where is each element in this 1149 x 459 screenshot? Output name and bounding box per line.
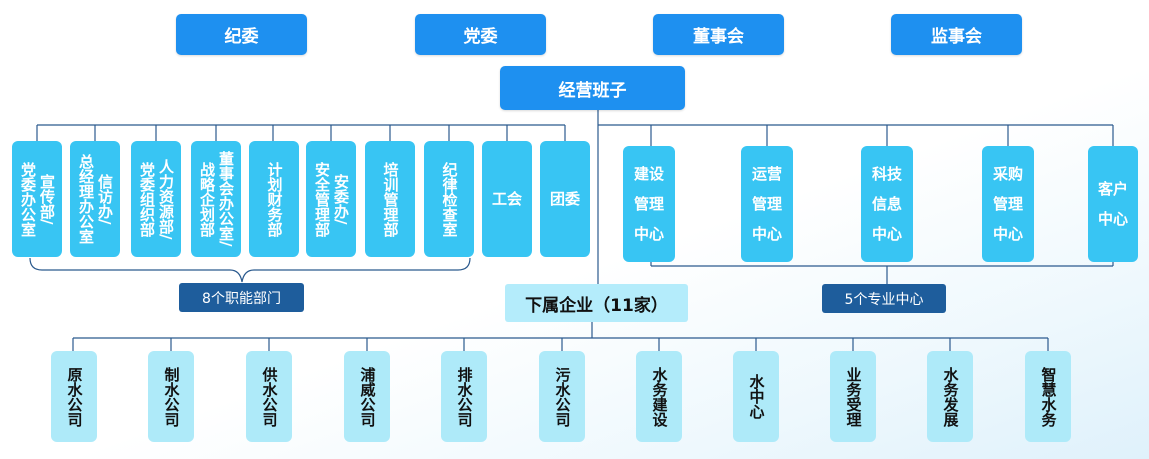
subsidiary-label: 智慧水务 xyxy=(1039,366,1058,427)
subsidiary-label: 制水公司 xyxy=(162,366,181,427)
subsidiary-label: 水务发展 xyxy=(941,366,960,427)
top-box-discipline-committee: 纪委 xyxy=(176,14,307,55)
center-technology-information: 科技 信息 中心 xyxy=(861,146,913,262)
department-brace xyxy=(29,257,471,283)
center-label-line: 中心 xyxy=(633,225,664,243)
dept-youth-league: 团委 xyxy=(540,141,590,257)
center-label-line: 信息 xyxy=(871,195,902,213)
dept-label-line: 安委办/ xyxy=(332,173,350,225)
dept-labor-union: 工会 xyxy=(482,141,532,257)
top-box-board-of-directors: 董事会 xyxy=(653,14,784,55)
center-label-line: 管理 xyxy=(992,195,1023,213)
center-operations-management: 运营 管理 中心 xyxy=(741,146,793,262)
dept-hr-party-organization: 人力资源部/ 党委组织部 xyxy=(131,141,181,257)
center-construction-management: 建设 管理 中心 xyxy=(623,146,675,262)
subsidiary-raw-water: 原水公司 xyxy=(51,351,97,442)
dept-label-line: 团委 xyxy=(549,189,580,208)
subsidiary-label: 污水公司 xyxy=(553,366,572,427)
center-label-line: 中心 xyxy=(992,225,1023,243)
dept-label-line: 安全管理部 xyxy=(313,161,331,237)
subsidiary-business-acceptance: 业务受理 xyxy=(830,351,876,442)
dept-discipline-inspection: 纪律检查室 xyxy=(424,141,474,257)
center-customer: 客户 中心 xyxy=(1088,146,1138,262)
center-label-line: 采购 xyxy=(992,165,1023,183)
top-box-supervisory-board: 监事会 xyxy=(891,14,1022,55)
subsidiary-label: 水中心 xyxy=(747,374,766,419)
center-label-line: 科技 xyxy=(871,165,902,183)
dept-label-line: 工会 xyxy=(491,189,522,208)
dept-label-line: 宣传部/ xyxy=(38,173,56,225)
dept-label-line: 党委组织部 xyxy=(138,161,156,237)
dept-label-line: 董事会办公室/ xyxy=(217,151,235,247)
subsidiary-drainage: 排水公司 xyxy=(441,351,487,442)
subsidiary-water-construction: 水务建设 xyxy=(636,351,682,442)
dept-propaganda-party-office: 宣传部/ 党委办公室 xyxy=(12,141,62,257)
subsidiary-smart-water: 智慧水务 xyxy=(1025,351,1071,442)
subsidiary-label: 浦威公司 xyxy=(358,366,377,427)
subsidiary-sewage: 污水公司 xyxy=(539,351,585,442)
dept-label-line: 战略企划部 xyxy=(198,161,216,237)
subsidiary-water-supply: 供水公司 xyxy=(246,351,292,442)
center-label-line: 建设 xyxy=(633,165,664,183)
centers-label: 5个专业中心 xyxy=(822,284,946,313)
subsidiary-water-development: 水务发展 xyxy=(927,351,973,442)
subsidiary-puwei: 浦威公司 xyxy=(344,351,390,442)
subsidiary-water-center: 水中心 xyxy=(733,351,779,442)
top-box-party-committee: 党委 xyxy=(415,14,546,55)
dept-label-line: 总经理办公室 xyxy=(77,154,95,244)
dept-label-line: 人力资源部/ xyxy=(157,158,175,240)
center-label-line: 管理 xyxy=(751,195,782,213)
dept-label-line: 纪律检查室 xyxy=(440,161,459,237)
subsidiary-label: 原水公司 xyxy=(65,366,84,427)
subsidiary-label: 供水公司 xyxy=(260,366,279,427)
dept-safety-management: 安委办/ 安全管理部 xyxy=(306,141,356,257)
dept-training-management: 培训管理部 xyxy=(365,141,415,257)
center-label-line: 中心 xyxy=(871,225,902,243)
dept-label-line: 信访办/ xyxy=(96,173,114,225)
center-label-line: 中心 xyxy=(751,225,782,243)
subsidiary-water-production: 制水公司 xyxy=(148,351,194,442)
dept-petition-gm-office: 信访办/ 总经理办公室 xyxy=(70,141,120,257)
functional-departments-label: 8个职能部门 xyxy=(179,283,304,312)
subsidiary-label: 排水公司 xyxy=(455,366,474,427)
center-label-line: 管理 xyxy=(633,195,664,213)
center-label-line: 客户 xyxy=(1097,180,1128,198)
subsidiary-label: 业务受理 xyxy=(844,366,863,427)
center-label-line: 运营 xyxy=(751,165,782,183)
center-label-line: 中心 xyxy=(1097,210,1128,228)
subsidiary-label: 水务建设 xyxy=(650,366,669,427)
dept-planning-finance: 计划财务部 xyxy=(249,141,299,257)
center-procurement-management: 采购 管理 中心 xyxy=(982,146,1034,262)
dept-label-line: 计划财务部 xyxy=(265,161,284,237)
dept-label-line: 党委办公室 xyxy=(19,161,37,237)
subsidiaries-title: 下属企业（11家） xyxy=(505,284,688,322)
dept-label-line: 培训管理部 xyxy=(381,161,400,237)
management-box: 经营班子 xyxy=(500,66,685,110)
dept-board-office-strategy: 董事会办公室/ 战略企划部 xyxy=(191,141,241,257)
